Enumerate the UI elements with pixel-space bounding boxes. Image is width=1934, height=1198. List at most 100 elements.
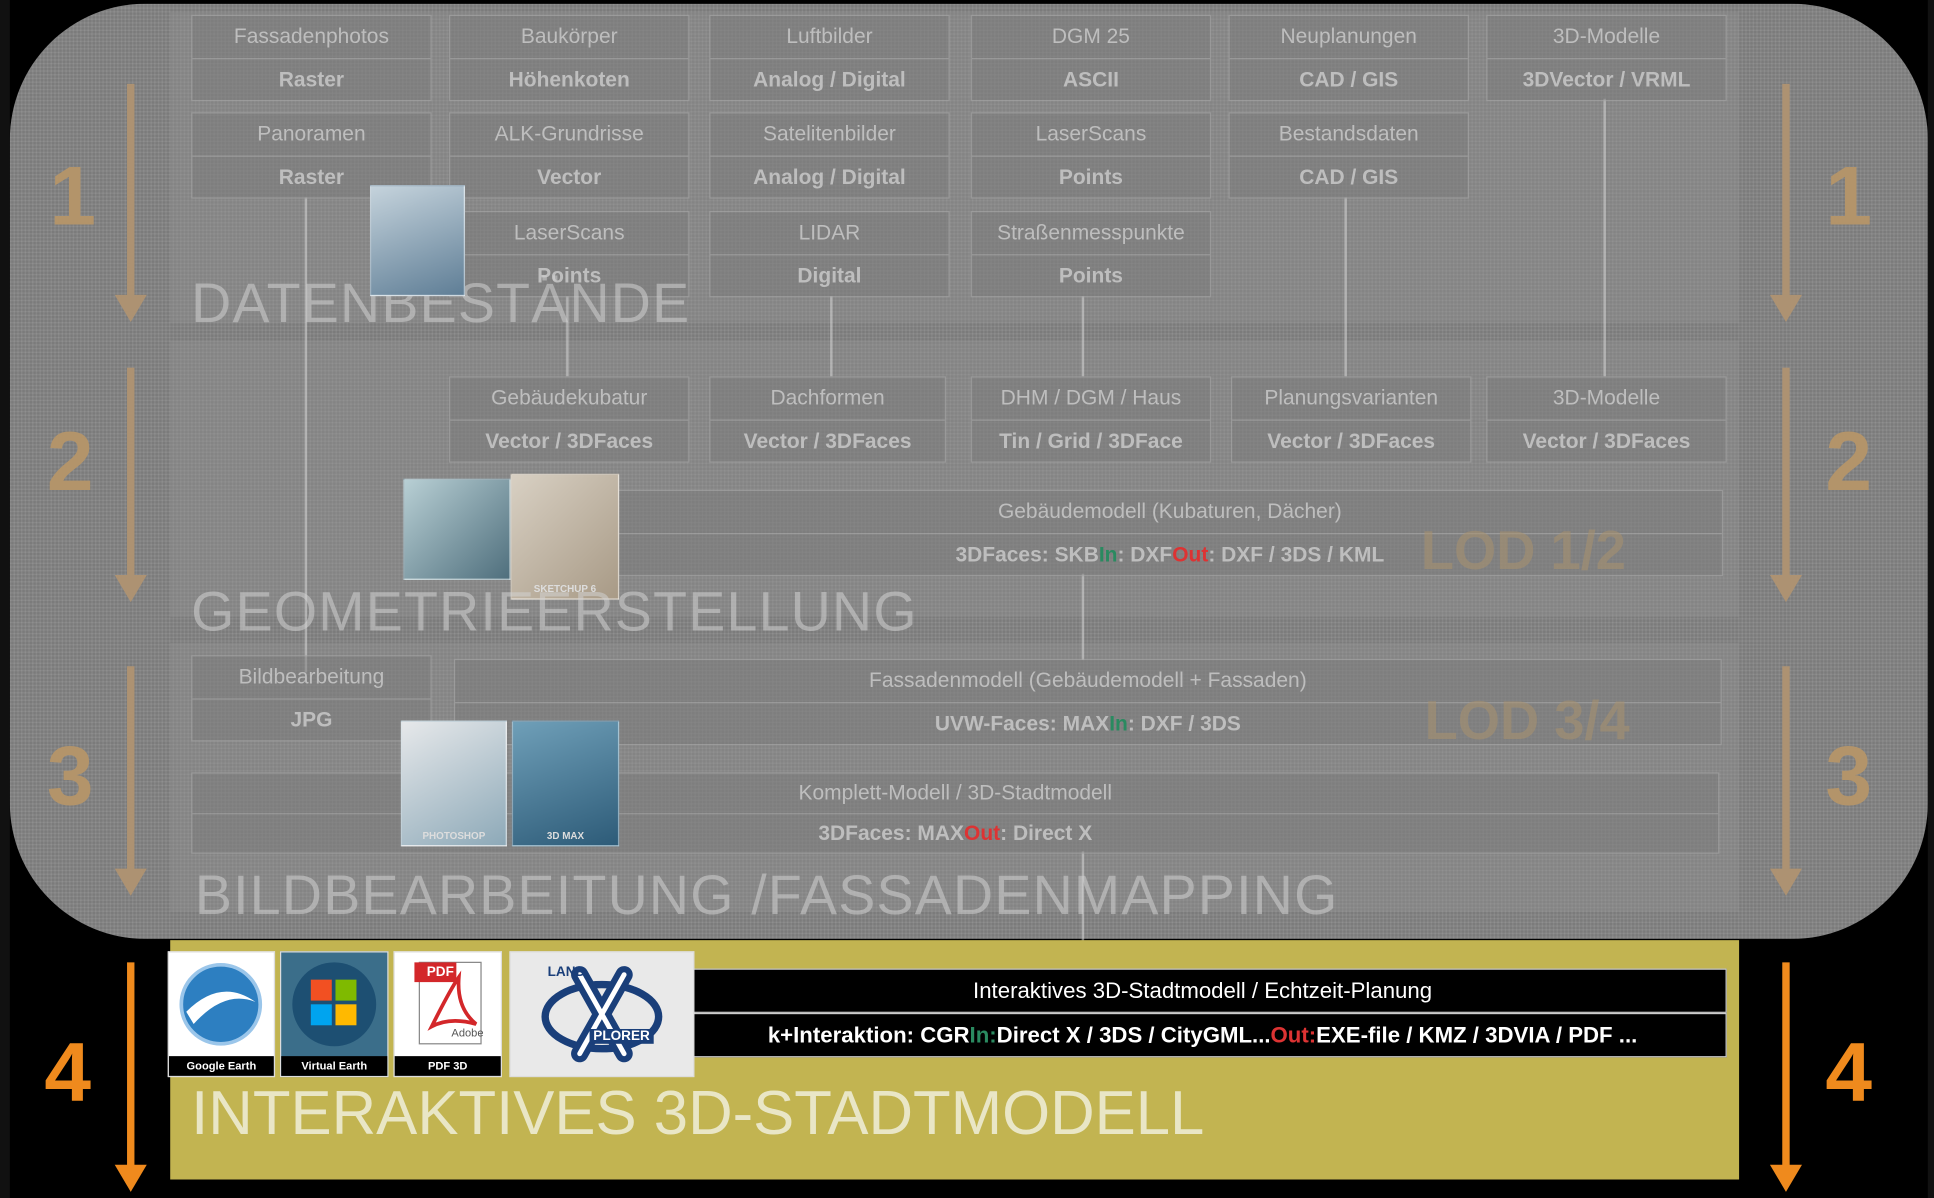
step-number-2-right: 2: [1825, 414, 1873, 509]
step-number-3-left: 3: [46, 729, 94, 823]
windows-icon: [292, 962, 377, 1047]
connector-line: [830, 296, 833, 377]
box-title: Bestandsdaten: [1278, 122, 1419, 146]
box-format: Raster: [192, 155, 431, 198]
format-text: : Direct X: [1000, 821, 1093, 846]
out-label: Out: [964, 821, 1001, 846]
data-source-box: Baukörper Höhenkoten: [448, 14, 690, 102]
box-format: Vector / 3DFaces: [450, 419, 689, 462]
out-label: Out: [1172, 542, 1209, 567]
data-source-box: Straßenmesspunkte Points: [970, 210, 1212, 298]
box-format: Raster: [192, 57, 431, 101]
pdf-badge-text: PDF: [426, 964, 454, 980]
connector-line: [304, 197, 308, 673]
connector-line: [1344, 197, 1347, 377]
format-text: 3DFaces: SKB: [955, 542, 1099, 567]
adobe-text: Adobe: [451, 1026, 484, 1039]
box-title: 3D-Modelle: [1552, 386, 1661, 410]
facade-model-title: Fassadenmodell (Gebäudemodell + Fassaden…: [869, 668, 1307, 693]
box-title: Panoramen: [257, 122, 366, 146]
logo-caption: PDF 3D: [394, 1056, 501, 1076]
box-format: Vector / 3DFaces: [710, 419, 945, 462]
step-number-4-right: 4: [1825, 1025, 1873, 1120]
box-title: Fassadenphotos: [233, 24, 389, 49]
complete-model-formats: 3DFaces: MAX Out: Direct X: [192, 813, 1719, 854]
step-arrow-2-right: [1769, 367, 1802, 603]
box-format: JPG: [192, 698, 431, 741]
box-format: Digital: [710, 254, 949, 297]
step-arrow-2-left: [114, 367, 147, 603]
interactive-model-formats-box: k+Interaktion: CGR In: Direct X / 3DS / …: [678, 1012, 1727, 1058]
box-title: Bildbearbeitung: [238, 665, 385, 689]
logo-caption: Google Earth: [168, 1056, 274, 1076]
step-arrow-3-right: [1769, 666, 1802, 896]
format-text: Direct X / 3DS / CityGML...: [996, 1022, 1271, 1047]
format-text: EXE-file / KMZ / 3DVIA / PDF ...: [1316, 1022, 1638, 1047]
box-title: Straßenmesspunkte: [997, 220, 1185, 245]
box-title: Dachformen: [770, 386, 885, 410]
connector-line: [1603, 98, 1606, 377]
box-title: DHM / DGM / Haus: [1000, 386, 1182, 410]
box-title: Gebäudekubatur: [491, 386, 648, 410]
landxplorer-icon: [541, 966, 663, 1063]
format-text: : DXF / 3DS: [1127, 711, 1241, 736]
format-text: UVW-Faces: MAX: [934, 711, 1110, 736]
box-title: Luftbilder: [786, 24, 873, 49]
box-format: Points: [971, 254, 1210, 297]
box-format: CAD / GIS: [1229, 155, 1468, 198]
connector-line: [1081, 573, 1085, 661]
lod-1-2-label: LOD 1/2: [1420, 520, 1626, 582]
geometry-box: Gebäudekubatur Vector / 3DFaces: [448, 376, 690, 463]
data-source-box: Satelitenbilder Analog / Digital: [709, 112, 950, 199]
box-format: Vector: [450, 155, 689, 198]
data-source-box: LIDAR Digital: [709, 210, 950, 298]
step-number-4-left: 4: [44, 1025, 92, 1120]
landxplorer-logo: LAND PLORER: [509, 951, 695, 1078]
data-source-box: DGM 25 ASCII: [970, 14, 1212, 102]
box-title: Baukörper: [520, 24, 618, 49]
box-title: LaserScans: [1035, 122, 1147, 146]
data-source-box: Panoramen Raster: [191, 112, 432, 199]
geometry-box: Dachformen Vector / 3DFaces: [709, 376, 947, 463]
pdf-3d-logo: PDF Adobe PDF 3D: [393, 951, 502, 1078]
step-number-2-left: 2: [46, 414, 94, 509]
building-model-title: Gebäudemodell (Kubaturen, Dächer): [997, 499, 1342, 524]
data-source-box: Luftbilder Analog / Digital: [709, 14, 950, 102]
box-format: 3DVector / VRML: [1487, 57, 1726, 101]
geometry-box: 3D-Modelle Vector / 3DFaces: [1486, 376, 1727, 463]
step-arrow-4-right: [1769, 962, 1802, 1192]
interactive-model-title-box: Interaktives 3D-Stadtmodell / Echtzeit-P…: [678, 968, 1727, 1013]
lod-3-4-label: LOD 3/4: [1424, 690, 1630, 752]
step-number-1-right: 1: [1825, 149, 1873, 244]
geometry-box: DHM / DGM / Haus Tin / Grid / 3DFace: [970, 376, 1212, 463]
data-source-box: LaserScans Points: [970, 112, 1212, 199]
box-format: Analog / Digital: [710, 155, 949, 198]
format-text: : DXF: [1117, 542, 1173, 567]
step-number-3-right: 3: [1825, 729, 1873, 823]
box-title: Neuplanungen: [1280, 24, 1417, 49]
virtual-earth-logo: Virtual Earth: [279, 951, 389, 1078]
data-thumbnail-image: [370, 185, 465, 297]
data-source-box: Neuplanungen CAD / GIS: [1228, 14, 1469, 102]
data-source-box: ALK-Grundrisse Vector: [448, 112, 690, 199]
in-label: In: [1098, 542, 1118, 567]
data-source-box: Bestandsdaten CAD / GIS: [1228, 112, 1469, 199]
box-title: 3D-Modelle: [1552, 24, 1661, 49]
building-model-formats: 3DFaces: SKB In: DXF Out: DXF / 3DS / KM…: [617, 533, 1722, 576]
thumbnail-caption: SKETCHUP 6: [533, 583, 597, 595]
box-format: ASCII: [971, 57, 1210, 101]
section-title-facade-mapping: BILDBEARBEITUNG /FASSADENMAPPING: [194, 863, 1339, 927]
facade-model-formats: UVW-Faces: MAX In: DXF / 3DS: [455, 702, 1721, 745]
landx-top-text: LAND: [547, 964, 586, 980]
box-format: Vector / 3DFaces: [1487, 419, 1726, 462]
connector-line: [1081, 296, 1085, 377]
step-arrow-4-left: [114, 962, 147, 1192]
step-arrow-1-right: [1769, 83, 1802, 323]
format-text: : DXF / 3DS / KML: [1208, 542, 1385, 567]
sketchup-thumbnail: SKETCHUP 6: [510, 473, 620, 600]
step-arrow-1-left: [114, 83, 147, 323]
logo-caption: Virtual Earth: [281, 1056, 388, 1076]
box-title: Planungsvarianten: [1264, 386, 1439, 410]
pdf-icon: [414, 961, 482, 1045]
box-format: CAD / GIS: [1229, 57, 1468, 101]
